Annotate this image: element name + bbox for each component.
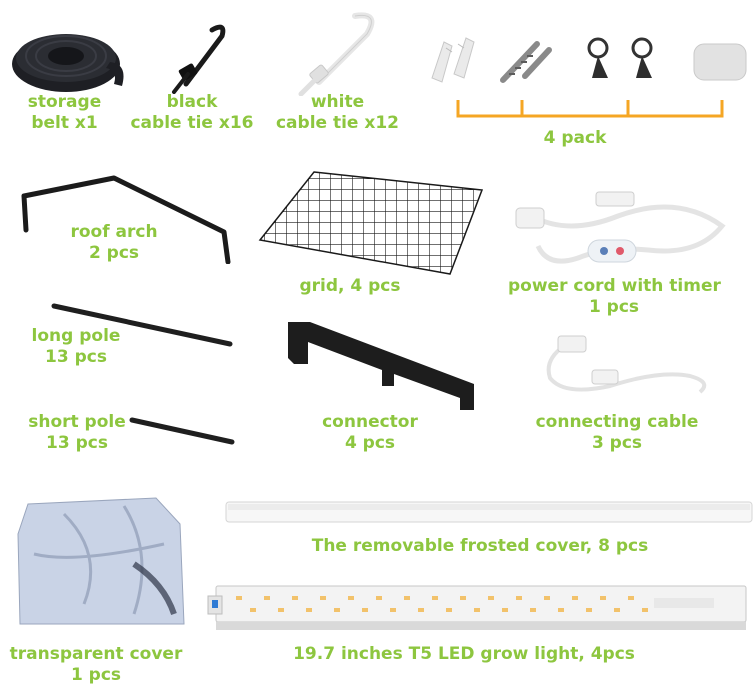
frosted-cover-label: The removable frosted cover, 8 pcs	[311, 536, 649, 556]
wall-anchor-icon	[431, 37, 475, 83]
connecting-cable-icon	[546, 335, 707, 394]
transparent-cover-icon	[17, 497, 185, 625]
long-pole-icon	[51, 303, 233, 347]
grow-light-label: 19.7 inches T5 LED grow light, 4pcs	[293, 644, 635, 664]
connector-icon	[288, 322, 474, 410]
led-grow-light-icon	[207, 585, 747, 630]
four-pack-bracket	[456, 100, 724, 118]
grid-label: grid, 4 pcs	[299, 276, 401, 296]
black-cable-tie-icon	[172, 24, 226, 94]
power-cord-icon	[515, 191, 726, 264]
white-cable-tie-icon	[298, 12, 375, 96]
short-pole-icon	[129, 417, 235, 445]
screw-icon	[500, 41, 552, 83]
grid-net-icon	[258, 171, 484, 275]
storage-belt-icon	[12, 34, 124, 92]
hook-clip-icon	[587, 37, 653, 78]
four-pack-label: 4 pack	[543, 128, 607, 148]
end-cap-icon	[693, 43, 747, 81]
frosted-cover-icon	[225, 501, 753, 523]
roof-arch-icon	[21, 175, 231, 264]
